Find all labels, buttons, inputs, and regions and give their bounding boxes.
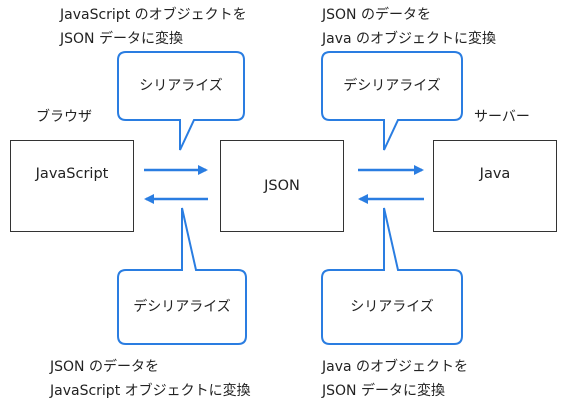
json-box-label: JSON <box>264 178 300 194</box>
caption-bottom-left: JSON のデータを JavaScript オブジェクトに変換 <box>50 358 251 400</box>
json-box: JSON <box>220 140 344 232</box>
caption-bottom-right-line-1: Java のオブジェクトを <box>322 359 469 375</box>
server-label: サーバー <box>474 109 530 125</box>
caption-top-left-line-1: JavaScript のオブジェクトを <box>60 7 247 23</box>
caption-bottom-left-line-1: JSON のデータを <box>50 359 159 375</box>
caption-top-left-line-2: JSON データに変換 <box>60 31 183 47</box>
caption-top-right-line-2: Java のオブジェクトに変換 <box>322 31 497 47</box>
java-box-label: Java <box>479 166 511 182</box>
bubble-label-top-left: シリアライズ <box>139 78 223 94</box>
callout-bubble-top-left <box>117 51 245 151</box>
java-box: Java <box>433 140 557 232</box>
bubble-label-top-right: デシリアライズ <box>343 78 441 94</box>
caption-bottom-left-line-2: JavaScript オブジェクトに変換 <box>50 383 251 399</box>
caption-top-right-line-1: JSON のデータを <box>322 7 431 23</box>
caption-bottom-right-line-2: JSON データに変換 <box>322 383 445 399</box>
caption-top-right: JSON のデータを Java のオブジェクトに変換 <box>322 6 496 48</box>
callout-bubble-bottom-right <box>321 207 463 345</box>
browser-label: ブラウザ <box>36 109 92 125</box>
caption-top-left: JavaScript のオブジェクトを JSON データに変換 <box>60 6 247 48</box>
callout-bubble-top-right <box>321 51 463 151</box>
javascript-box-label: JavaScript <box>35 166 109 182</box>
bubble-label-bottom-left: デシリアライズ <box>133 299 231 315</box>
bubble-label-bottom-right: シリアライズ <box>350 299 434 315</box>
javascript-box: JavaScript <box>10 140 134 232</box>
caption-bottom-right: Java のオブジェクトを JSON データに変換 <box>322 358 468 400</box>
callout-bubble-bottom-left <box>117 207 247 345</box>
